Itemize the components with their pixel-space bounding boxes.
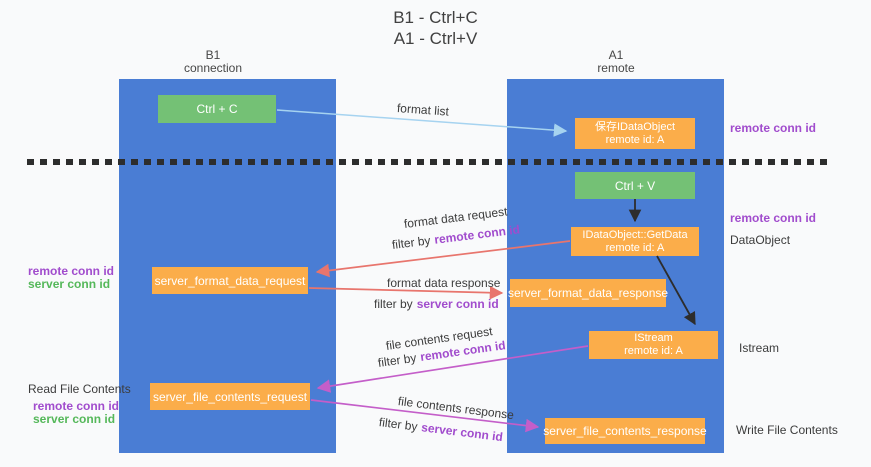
lane-header-a1: A1 remote — [546, 49, 686, 75]
node-idataobject-getdata-line2: remote id: A — [605, 241, 665, 254]
node-istream-line2: remote id: A — [624, 345, 683, 357]
left-server-conn-id-label: server conn id — [28, 277, 111, 291]
node-server-file-contents-request: server_file_contents_request — [150, 383, 310, 410]
node-save-idataobject-line2: remote id: A — [605, 133, 665, 146]
diagram-title: B1 - Ctrl+C A1 - Ctrl+V — [0, 7, 871, 49]
node-server-file-contents-response: server_file_contents_response — [543, 418, 707, 444]
right-top-remote-conn-id-label: remote conn id — [730, 121, 817, 135]
right-mid-remote-conn-id-label: remote conn id — [730, 211, 817, 225]
node-ctrl-v: Ctrl + V — [575, 172, 695, 199]
node-istream: IStream remote id: A — [589, 331, 718, 359]
bottom-server-conn-id-label: server conn id — [33, 412, 116, 426]
node-save-idataobject: 保存IDataObject remote id: A — [575, 118, 695, 149]
node-ctrl-c-label: Ctrl + C — [196, 102, 238, 116]
title-line-2: A1 - Ctrl+V — [393, 29, 478, 48]
node-server-format-data-response: server_format_data_response — [507, 279, 669, 307]
lane-a1-name: A1 — [608, 48, 624, 62]
filter-by-text: filter by — [391, 233, 432, 252]
node-server-file-contents-response-label: server_file_contents_response — [543, 424, 707, 438]
node-idataobject-getdata: IDataObject::GetData remote id: A — [571, 227, 699, 256]
file-contents-response-label: file contents response — [397, 394, 515, 423]
node-server-format-data-request-label: server_format_data_request — [154, 273, 306, 288]
filter-by-text: filter by — [374, 297, 413, 311]
istream-label: Istream — [739, 341, 780, 355]
bottom-remote-conn-id-label: remote conn id — [33, 399, 120, 413]
node-server-format-data-request: server_format_data_request — [152, 267, 308, 294]
filter-by-text: filter by — [378, 415, 419, 434]
node-ctrl-c: Ctrl + C — [158, 95, 276, 123]
node-server-file-contents-request-label: server_file_contents_request — [152, 389, 308, 404]
node-save-idataobject-line1: 保存IDataObject — [594, 120, 676, 133]
read-file-contents-label: Read File Contents — [28, 382, 131, 396]
node-ctrl-v-label: Ctrl + V — [614, 178, 656, 193]
node-istream-line1: IStream — [634, 332, 673, 344]
title-line-1: B1 - Ctrl+C — [393, 8, 478, 27]
format-data-response-label: format data response — [387, 276, 501, 290]
lane-b1-name: B1 — [205, 48, 221, 62]
lane-a1-subtitle: remote — [597, 61, 635, 75]
lane-b1-subtitle: connection — [183, 61, 243, 75]
node-server-format-data-response-label: server_format_data_response — [507, 286, 669, 300]
write-file-contents-label: Write File Contents — [736, 423, 838, 437]
lane-header-b1: B1 connection — [143, 49, 283, 75]
dataobject-label: DataObject — [730, 233, 791, 247]
format-list-label: format list — [396, 101, 450, 119]
server-conn-id-text: server conn id — [420, 420, 504, 445]
node-idataobject-getdata-line1: IDataObject::GetData — [582, 228, 688, 241]
left-remote-conn-id-label: remote conn id — [28, 264, 115, 278]
server-conn-id-text: server conn id — [416, 297, 499, 311]
filter-by-text: filter by — [377, 350, 418, 370]
